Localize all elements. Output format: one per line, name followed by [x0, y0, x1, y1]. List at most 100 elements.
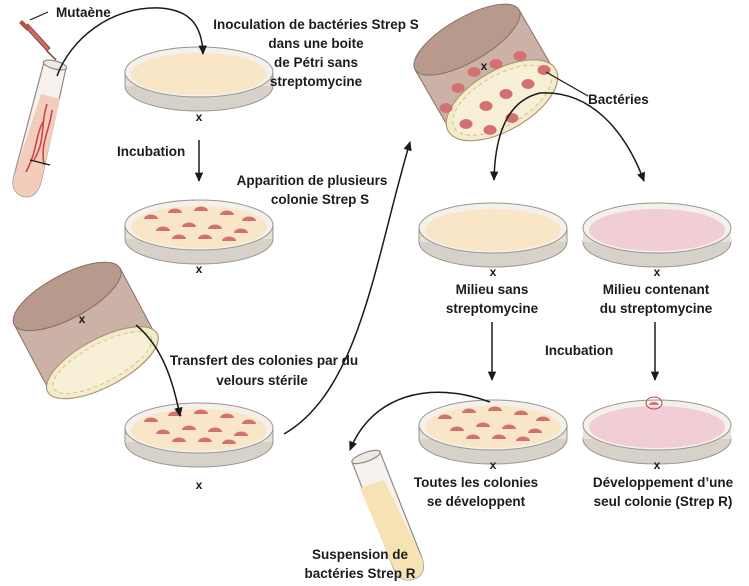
dish-medium-with: [582, 202, 732, 268]
bacterial-colony: [492, 434, 506, 439]
pipette: [19, 20, 57, 61]
label-inoculation-line4: streptomycine: [269, 74, 363, 89]
cross-mark: x: [196, 262, 203, 276]
dish-colonies: [124, 199, 274, 265]
label-colonies-line2: colonie Strep S: [270, 192, 370, 207]
bacterial-colony: [172, 437, 186, 442]
bacterial-colony: [521, 79, 535, 89]
bacterial-colony: [242, 419, 256, 424]
bacterial-colony: [451, 83, 465, 93]
bacterial-colony: [438, 414, 452, 419]
mutagen-tube: [12, 59, 68, 198]
bacterial-colony: [144, 417, 158, 422]
label-single-colony-line1: Développement d’une: [592, 475, 734, 490]
bacterial-colony: [222, 439, 236, 444]
colony-group: [144, 206, 256, 241]
label-medium-with-line2: du streptomycine: [599, 301, 713, 316]
cross-mark: x: [490, 458, 497, 472]
suspension-tube: [351, 449, 424, 581]
bacterial-colony: [208, 427, 222, 432]
label-bacteria: Bactéries: [588, 92, 649, 107]
label-all-colonies-line2: se développent: [426, 494, 526, 509]
colony-group: [438, 406, 550, 441]
bacterial-colony: [222, 236, 236, 241]
bacterial-colony: [489, 59, 503, 69]
mutagen-leader: [29, 11, 49, 21]
bacterial-colony: [528, 428, 542, 433]
bacterial-colony: [499, 89, 513, 99]
bacterial-colony: [198, 437, 212, 442]
arrow-to-replica: [283, 140, 412, 435]
dish-transfer: [124, 402, 274, 468]
bacterial-colony: [234, 431, 248, 436]
bacterial-colony: [208, 224, 222, 229]
label-suspension-line1: Suspension de: [311, 547, 409, 562]
bacterial-colony: [198, 234, 212, 239]
bacterial-colony: [488, 406, 502, 411]
bacterial-colony: [467, 67, 481, 77]
bacterial-colony: [194, 409, 208, 414]
bacteria-leader: [545, 71, 589, 97]
bacterial-colony: [168, 208, 182, 213]
bacterial-colony: [502, 424, 516, 429]
bacterial-colony: [439, 103, 453, 113]
bacterial-colony: [479, 101, 493, 111]
dish-all-colonies: [418, 399, 568, 465]
label-colonies-line1: Apparition de plusieurs: [236, 173, 388, 188]
bacterial-colony: [194, 206, 208, 211]
label-mutagen: Mutaène: [56, 5, 111, 20]
bacterial-colony: [450, 426, 464, 431]
bacterial-colony: [234, 228, 248, 233]
label-transfer-line1: Transfert des colonies par du: [169, 353, 359, 368]
cross-mark: x: [196, 110, 203, 124]
bacterial-colony: [156, 429, 170, 434]
label-all-colonies-line1: Toutes les colonies: [413, 475, 539, 490]
label-incubation-right: Incubation: [545, 343, 614, 358]
cross-mark: x: [196, 478, 203, 492]
cross-mark: x: [654, 458, 661, 472]
bacterial-colony: [220, 210, 234, 215]
label-incubation-left: Incubation: [117, 144, 186, 159]
arrow-velvet-transfer: [135, 324, 183, 418]
orientation-marks: x x x x x x x x x: [79, 59, 661, 492]
label-inoculation-line1: Inoculation de bactéries Strep S: [213, 17, 419, 32]
bacterial-colony: [466, 434, 480, 439]
bacterial-colony: [156, 226, 170, 231]
arrow-to-medium-without: [489, 92, 541, 182]
cross-mark: x: [79, 312, 86, 326]
bacterial-colony: [459, 119, 473, 129]
bacterial-colony: [242, 216, 256, 221]
bacterial-colony: [182, 222, 196, 227]
colony-group: [144, 409, 256, 444]
velvet-stamp-left: [12, 261, 159, 400]
bacterial-colony: [182, 425, 196, 430]
resistant-colony: [649, 402, 659, 405]
label-medium-without-line1: Milieu sans: [455, 282, 529, 297]
bacterial-colony: [144, 214, 158, 219]
label-medium-without-line2: streptomycine: [445, 301, 539, 316]
label-inoculation-line3: de Pétri sans: [273, 55, 359, 70]
bacterial-colony: [476, 422, 490, 427]
bacterial-colony: [462, 408, 476, 413]
bacterial-colony: [516, 436, 530, 441]
bacterial-colony: [220, 413, 234, 418]
bacterial-colony: [536, 416, 550, 421]
label-suspension-line2: bactéries Strep R: [304, 566, 416, 581]
arrow-inoculate: [56, 7, 207, 77]
label-single-colony-line2: seul colonie (Strep R): [593, 494, 733, 509]
cross-mark: x: [654, 265, 661, 279]
arrow-to-suspension: [349, 391, 491, 451]
bacterial-colony: [513, 51, 527, 61]
dish-medium-without: [418, 202, 568, 268]
arrow-to-medium-with: [539, 92, 645, 182]
label-transfer-line2: velours stérile: [216, 373, 308, 388]
bacterial-colony: [514, 410, 528, 415]
label-medium-with-line1: Milieu contenant: [602, 282, 710, 297]
flow-arrows: [56, 7, 660, 451]
label-inoculation-line2: dans une boite: [268, 36, 364, 51]
cross-mark: x: [481, 59, 488, 73]
cross-mark: x: [490, 265, 497, 279]
dish-single-colony: [582, 396, 732, 465]
